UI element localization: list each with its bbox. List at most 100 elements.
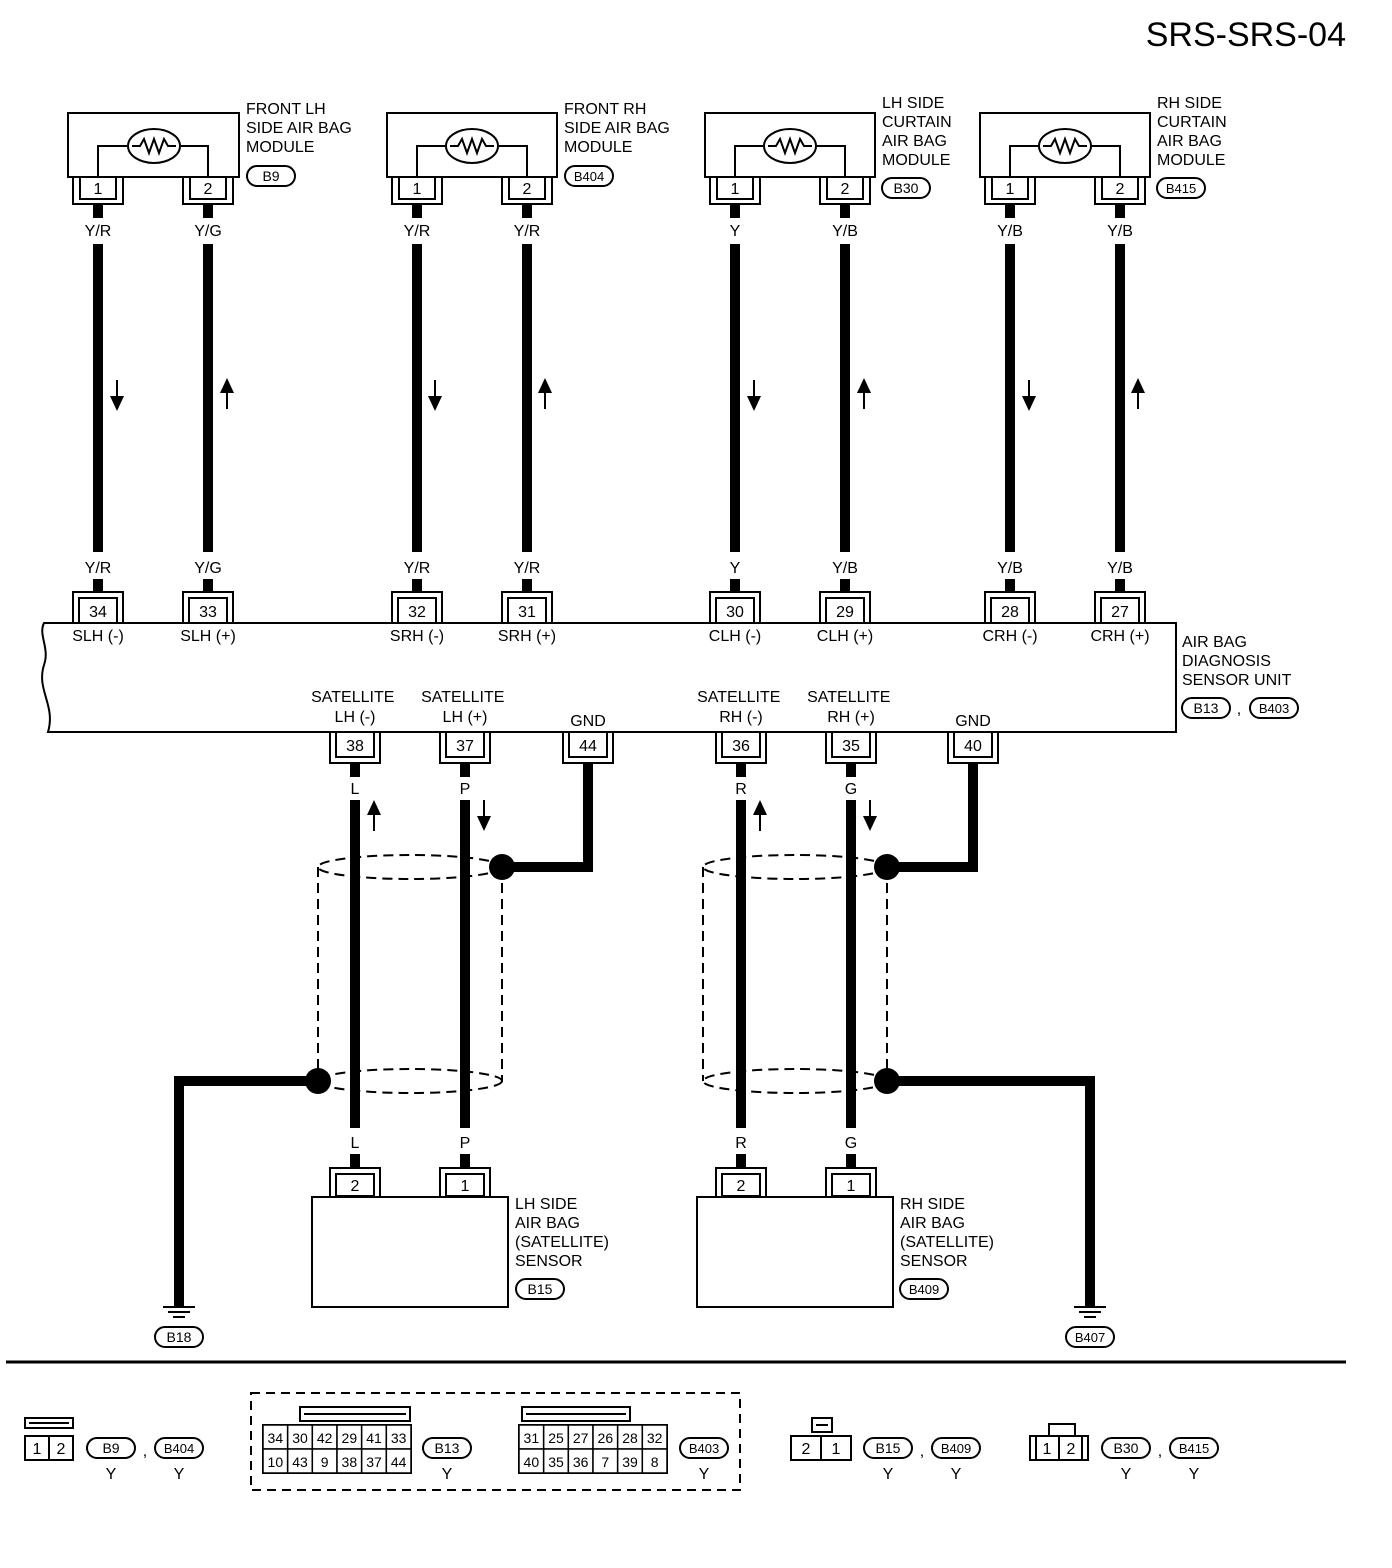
module-front-rh: FRONT RH SIDE AIR BAG MODULE B404 [386, 101, 670, 187]
connector-color: Y [174, 1466, 185, 1483]
wire-color-label: G [845, 1135, 857, 1152]
pin-box: 2 [182, 176, 234, 205]
wire-color-label: Y/B [1107, 223, 1133, 240]
lower-wires-rh: R R G G [735, 763, 978, 1168]
sensor-unit-label: AIR BAG DIAGNOSIS SENSOR UNIT [1182, 634, 1292, 689]
connector-id: B15 [876, 1440, 901, 1456]
connector-id: B409 [909, 1282, 939, 1297]
svg-text:1: 1 [94, 181, 103, 198]
svg-text:2: 2 [523, 181, 532, 198]
module-label: LH SIDE CURTAIN AIR BAG MODULE [882, 95, 956, 169]
arrow-up-icon [367, 800, 381, 831]
wire-color-label: Y/B [997, 560, 1023, 577]
pin-box: 40 [947, 731, 999, 764]
svg-text:40: 40 [964, 738, 982, 755]
grid-cell-label: 35 [548, 1454, 564, 1470]
svg-text:1: 1 [731, 181, 740, 198]
wire-color-label: Y/B [997, 223, 1023, 240]
grid-cell [592, 1424, 619, 1450]
svg-text:34: 34 [89, 604, 107, 621]
pin-box: 30 [709, 591, 761, 624]
signal-label: SATELLITE LH (-) [311, 689, 399, 726]
connector-id: B9 [262, 168, 279, 184]
svg-text:31: 31 [518, 604, 536, 621]
pin-box: 1 [439, 1167, 491, 1197]
wire-srh-minus: Y/R Y/R [404, 205, 442, 592]
connector-color: Y [106, 1466, 117, 1483]
wire-color-label: Y/R [85, 560, 112, 577]
connector-id: B407 [1075, 1330, 1105, 1345]
svg-text:1: 1 [1006, 181, 1015, 198]
wire-color-label: Y/G [194, 223, 222, 240]
svg-text:2: 2 [1067, 1441, 1076, 1458]
wire-slh-plus: Y/G Y/G [194, 205, 234, 592]
sensor-label: RH SIDE AIR BAG (SATELLITE) SENSOR [900, 1196, 998, 1270]
arrow-up-icon [753, 800, 767, 831]
signal-label: CLH (+) [817, 628, 873, 645]
connector-badge [1181, 697, 1231, 719]
sensor-label: LH SIDE AIR BAG (SATELLITE) SENSOR [515, 1196, 613, 1270]
connector-color: Y [1121, 1466, 1132, 1483]
module-label: RH SIDE CURTAIN AIR BAG MODULE [1157, 95, 1231, 169]
grid-cell-label: 7 [601, 1454, 609, 1470]
grid-cell-label: 31 [524, 1430, 540, 1446]
sensor-unit-bottom-pins: 38 37 44 36 35 40 [329, 731, 999, 764]
grid-cell [360, 1424, 388, 1450]
svg-text:30: 30 [726, 604, 744, 621]
connector-badge [154, 1326, 204, 1348]
connector-badge [1249, 697, 1299, 719]
wire-color-label: Y/R [404, 560, 431, 577]
connector-id: B13 [1194, 700, 1219, 716]
connector-id: B415 [1166, 181, 1196, 196]
splice-dot [489, 854, 515, 880]
connector-color: Y [699, 1466, 710, 1483]
svg-text:44: 44 [579, 738, 597, 755]
signal-label: SATELLITE RH (-) [697, 689, 785, 726]
connector-id: B403 [1259, 701, 1289, 716]
wire-crh-minus: Y/B Y/B [997, 205, 1036, 592]
signal-label: SLH (-) [72, 628, 124, 645]
grid-cell [385, 1448, 412, 1474]
pin-box: 2 [1094, 176, 1146, 205]
svg-text:,: , [1158, 1443, 1162, 1460]
connector-color: Y [1189, 1466, 1200, 1483]
module-pins: 1 2 1 2 1 2 1 2 [72, 176, 1146, 205]
shield-rh [702, 854, 1095, 1306]
svg-text:1: 1 [461, 1178, 470, 1195]
arrow-down-icon [747, 380, 761, 411]
grid-cell-label: 25 [548, 1430, 564, 1446]
pin-box: 1 [72, 176, 124, 205]
grid-cell-label: 10 [268, 1454, 284, 1470]
wire-color-label: Y/B [1107, 560, 1133, 577]
connector-badge [1101, 1437, 1151, 1459]
connector-id: B404 [574, 169, 604, 184]
module-lh-curtain: LH SIDE CURTAIN AIR BAG MODULE B30 [704, 95, 956, 199]
svg-text:32: 32 [408, 604, 426, 621]
connector-color: Y [442, 1466, 453, 1483]
svg-text:27: 27 [1111, 604, 1129, 621]
pin-box: 37 [439, 731, 491, 764]
wire-color-label: R [735, 1135, 747, 1152]
wire-color-label: G [845, 781, 857, 798]
arrow-down-icon [1022, 380, 1036, 411]
arrow-down-icon [428, 380, 442, 411]
connector-badge [679, 1437, 729, 1459]
connector-badge [931, 1437, 981, 1459]
grid-cell [518, 1448, 545, 1474]
sensor-unit-top-pins: 34 33 32 31 30 29 28 27 [72, 591, 1146, 624]
pin-box: 1 [825, 1167, 877, 1197]
grid-cell-label: 41 [366, 1430, 382, 1446]
svg-text:2: 2 [57, 1441, 66, 1458]
ground-icon [163, 1306, 195, 1318]
wire-clh-plus: Y/B Y/B [832, 205, 871, 592]
connector-badge [863, 1437, 913, 1459]
grid-cell-label: 43 [292, 1454, 308, 1470]
grid-cell [518, 1424, 545, 1450]
module-label: FRONT LH SIDE AIR BAG MODULE [246, 101, 356, 156]
grid-cell-label: 29 [342, 1430, 358, 1446]
arrow-up-icon [220, 378, 234, 409]
connector-badge [881, 177, 931, 199]
grid-cell [542, 1424, 570, 1450]
svg-text:2: 2 [802, 1441, 811, 1458]
